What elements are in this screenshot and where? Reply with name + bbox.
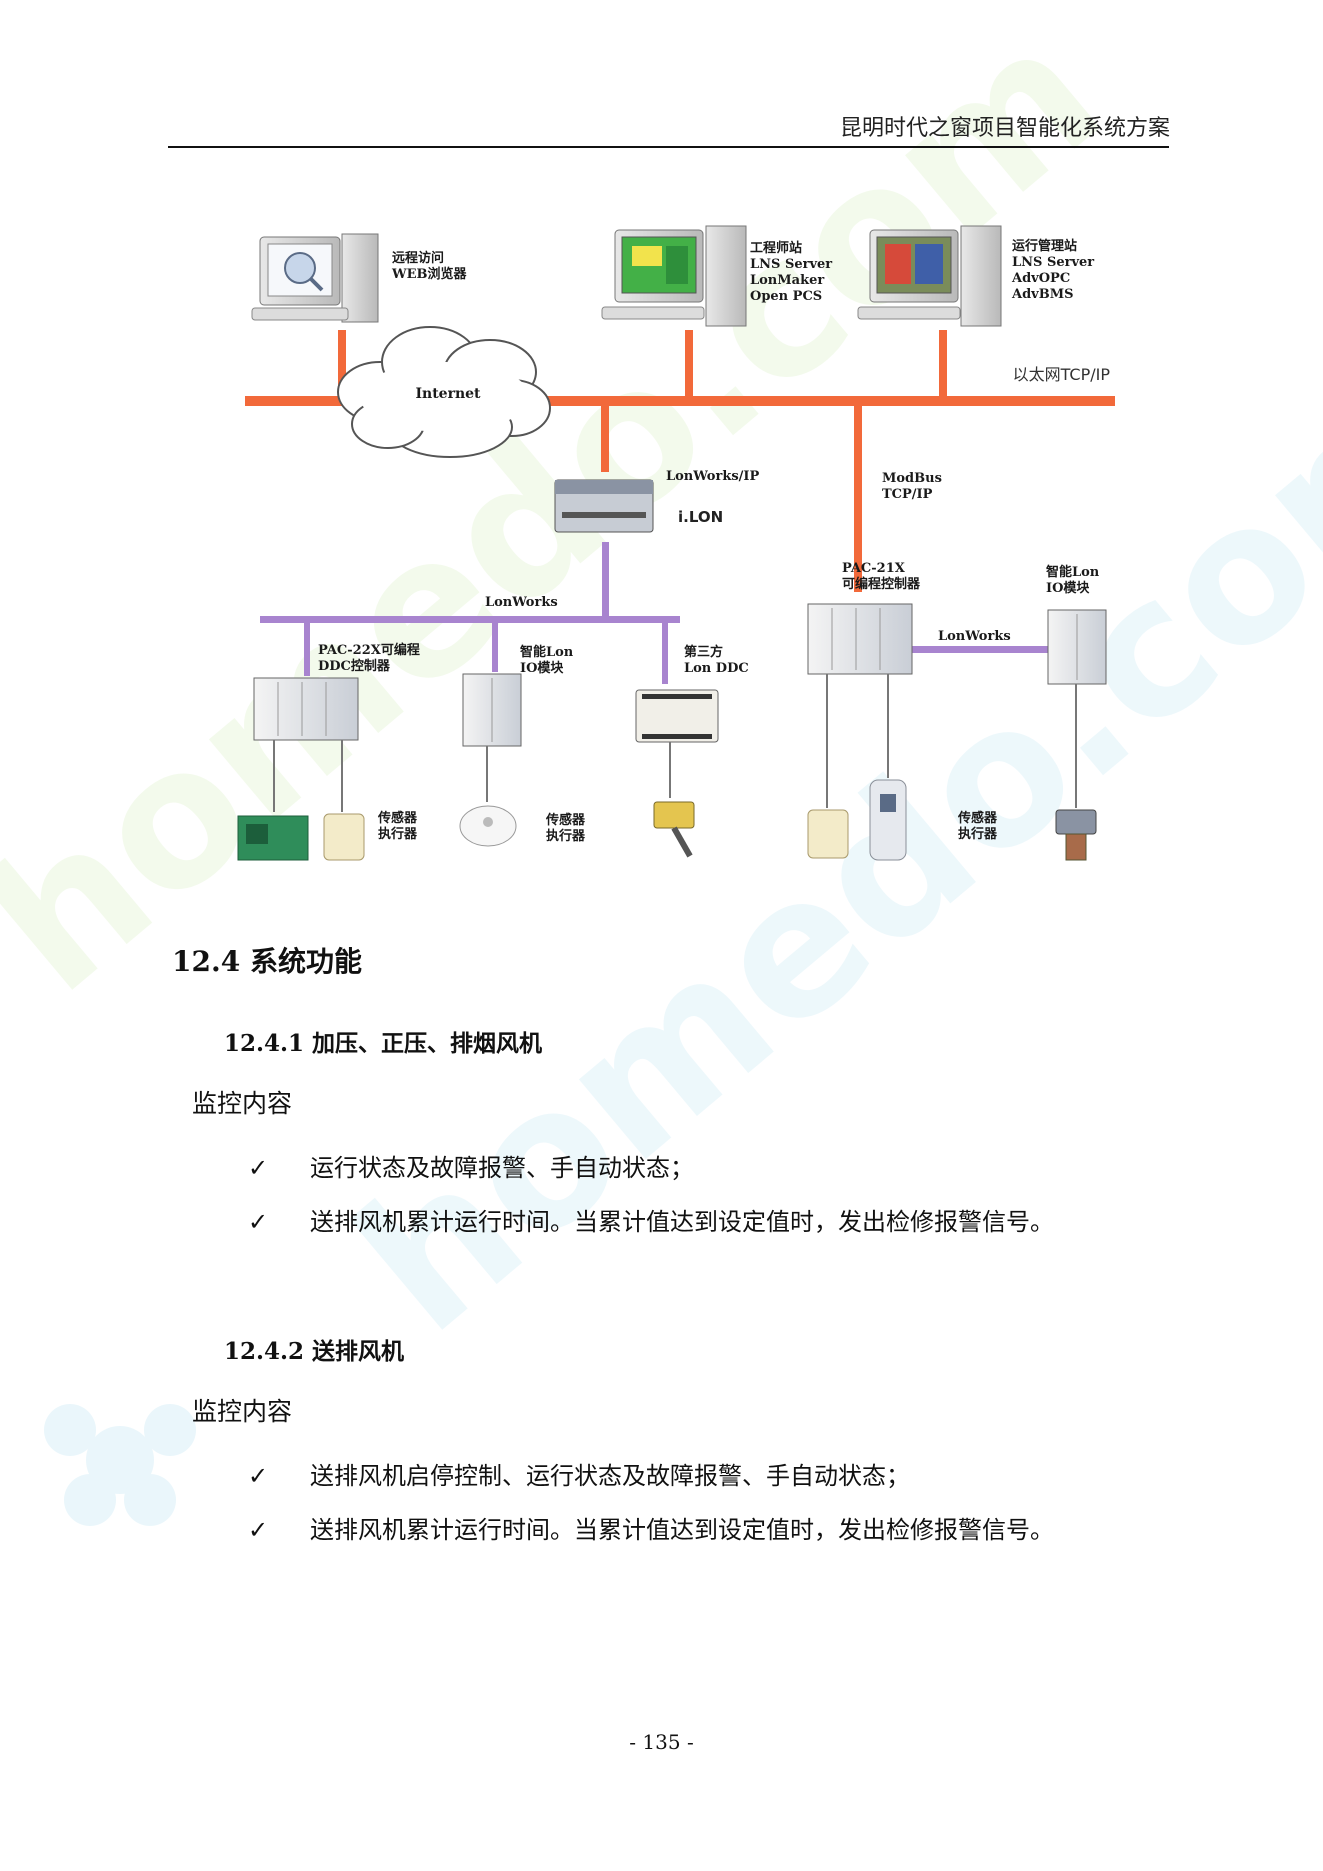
pac22x-label-line1: PAC-22X可编程 (318, 642, 420, 658)
workstation-engineer-line1: 工程师站 (750, 240, 802, 256)
io-module-left-line1: 智能Lon (520, 644, 574, 660)
subsection-heading-2: 12.4.2 送排风机 (224, 1338, 405, 1365)
room-sensor-icon (323, 813, 365, 861)
workstation-engineer-line2: LNS Server (750, 257, 832, 272)
valve-actuator-icon (1055, 809, 1097, 861)
third-party-ddc (635, 689, 719, 743)
field-label-3-line2: 执行器 (958, 826, 998, 842)
workstation-operator (857, 225, 1002, 327)
lonworks-bus-right (912, 646, 1048, 653)
list-item: ✓ 运行状态及故障报警、手自动状态； (248, 1148, 694, 1183)
workstation-web-label-line2: WEB浏览器 (391, 266, 467, 282)
workstation-operator-line2: LNS Server (1012, 255, 1094, 270)
workstation-operator-line3: AdvOPC (1011, 271, 1070, 286)
pac21x-label-line2: 可编程控制器 (842, 576, 921, 592)
pac21x-label-line1: PAC-21X (842, 561, 906, 576)
list-item: ✓ 送排风机启停控制、运行状态及故障报警、手自动状态； (248, 1456, 910, 1491)
ethernet-drop-engineer (685, 330, 693, 400)
list-item-text: 送排风机启停控制、运行状态及故障报警、手自动状态； (310, 1462, 910, 1490)
internet-cloud (337, 326, 551, 458)
ethernet-drop-operator (939, 330, 947, 400)
workstation-web-browser (251, 233, 379, 323)
pac22x-label-line2: DDC控制器 (318, 658, 391, 674)
ethernet-drop-ilon (601, 402, 609, 472)
io-module-left-line2: IO模块 (520, 660, 564, 676)
modbus-label-line1: ModBus (882, 471, 942, 486)
workstation-engineer-line4: Open PCS (750, 289, 822, 304)
generator-icon (237, 815, 309, 861)
pac21x-controller (807, 603, 913, 675)
field-label-1-line1: 传感器 (377, 810, 418, 826)
lonworks-bus-left (260, 616, 680, 623)
io-module-right-line1: 智能Lon (1046, 564, 1100, 580)
list-item-text: 送排风机累计运行时间。当累计值达到设定值时，发出检修报警信号。 (310, 1516, 1054, 1544)
system-architecture-diagram: Internet 远程访问 WEB浏览器 工程师站 LNS Server Lon… (237, 225, 1115, 861)
section-heading: 12.4 系统功能 (172, 945, 362, 978)
check-icon: ✓ (248, 1154, 269, 1182)
third-party-label-line1: 第三方 (684, 644, 723, 660)
subsection-heading-1: 12.4.1 加压、正压、排烟风机 (224, 1030, 543, 1057)
lonworks-bus-left-label: LonWorks (485, 595, 558, 610)
actuator-icon (653, 801, 695, 858)
modbus-label-line2: TCP/IP (882, 487, 933, 502)
lonworks-drop-third (662, 616, 668, 684)
document-header-title: 昆明时代之窗项目智能化系统方案 (839, 116, 1170, 141)
pac22x-controller (253, 677, 359, 741)
list-item: ✓ 送排风机累计运行时间。当累计值达到设定值时，发出检修报警信号。 (248, 1202, 1054, 1237)
wall-sensor-icon (807, 809, 849, 859)
field-label-2-line2: 执行器 (546, 828, 586, 844)
ethernet-backbone (245, 396, 1115, 406)
water-heater-icon (869, 779, 907, 861)
list-item: ✓ 送排风机累计运行时间。当累计值达到设定值时，发出检修报警信号。 (248, 1510, 1054, 1545)
field-label-2-line1: 传感器 (545, 812, 586, 828)
workstation-operator-line4: AdvBMS (1011, 287, 1074, 302)
check-icon: ✓ (248, 1208, 269, 1236)
io-module-right (1047, 609, 1107, 685)
page-number: - 135 - (629, 1730, 694, 1754)
lonworks-drop-pac22x (304, 616, 310, 676)
monitor-content-label-2: 监控内容 (192, 1397, 293, 1426)
lonworks-drop-ilon (602, 542, 609, 620)
check-icon: ✓ (248, 1462, 269, 1490)
monitor-content-label-1: 监控内容 (192, 1089, 293, 1118)
list-item-text: 送排风机累计运行时间。当累计值达到设定值时，发出检修报警信号。 (310, 1208, 1054, 1236)
ethernet-drop-modbus (854, 402, 862, 592)
ilon-label: i.LON (678, 508, 723, 526)
header-divider (168, 146, 1169, 148)
io-module-right-line2: IO模块 (1046, 580, 1090, 596)
field-label-1-line2: 执行器 (378, 826, 418, 842)
field-label-3-line1: 传感器 (957, 810, 998, 826)
workstation-operator-line1: 运行管理站 (1012, 238, 1077, 254)
workstation-engineer-line3: LonMaker (750, 273, 824, 288)
third-party-label-line2: Lon DDC (684, 661, 749, 676)
ethernet-label: 以太网TCP/IP (1013, 365, 1111, 384)
list-item-text: 运行状态及故障报警、手自动状态； (310, 1154, 694, 1182)
lonworks-bus-right-label: LonWorks (938, 629, 1011, 644)
lonworks-ip-label: LonWorks/IP (666, 469, 759, 484)
lonworks-drop-io-left (492, 616, 498, 672)
io-module-left (462, 673, 522, 747)
smoke-detector-icon (459, 805, 517, 847)
ilon-router (554, 479, 654, 533)
workstation-web-label-line1: 远程访问 (392, 250, 444, 266)
workstation-engineer (601, 225, 747, 327)
internet-label: Internet (415, 386, 481, 402)
check-icon: ✓ (248, 1516, 269, 1544)
ethernet-drop-web (338, 330, 346, 400)
